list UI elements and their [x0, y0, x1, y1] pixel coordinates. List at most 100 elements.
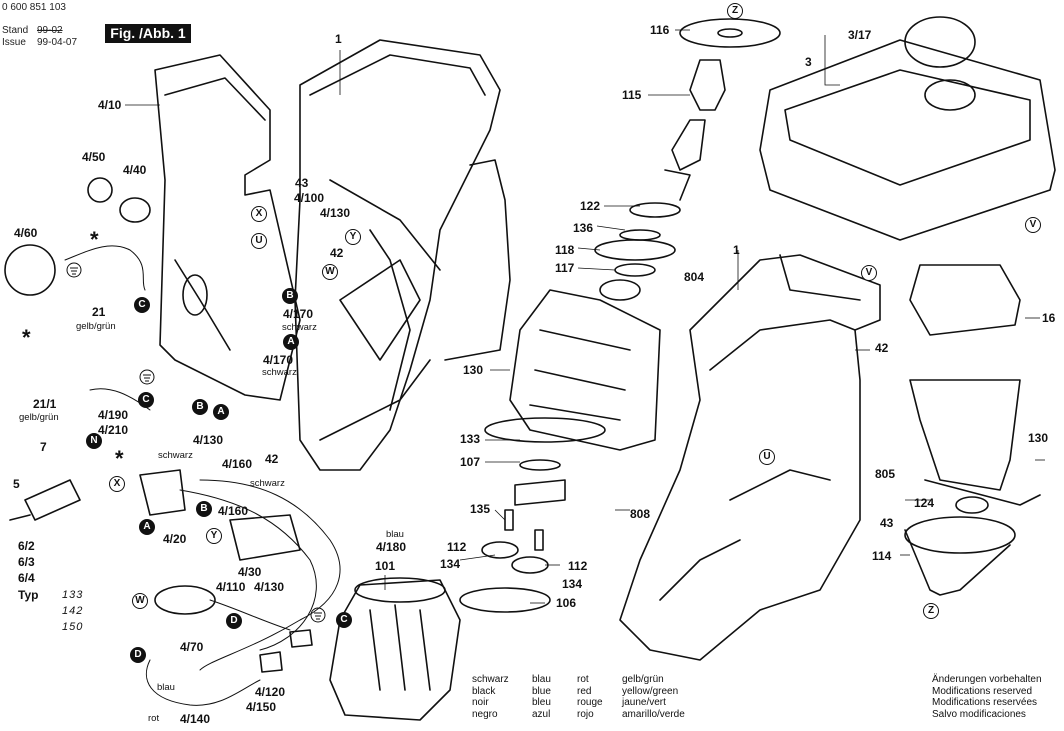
part-label: 42	[875, 341, 889, 355]
modifications-line: Modifications reserved	[932, 685, 1033, 697]
part-label: 4/60	[14, 226, 38, 240]
part-label: 112	[568, 559, 588, 573]
marker-b: B	[192, 399, 208, 415]
cutter-disc-shape	[664, 18, 781, 201]
legend-term: amarillo/verde	[622, 708, 685, 720]
part-label: 3/17	[848, 28, 872, 42]
doc-number: 0 600 851 103	[2, 2, 66, 13]
part-label: 4/50	[82, 150, 106, 164]
marker-b: B	[196, 501, 212, 517]
color-legend-col: rot red rouge rojo	[577, 674, 603, 720]
marker-c: C	[134, 297, 150, 313]
marker-d: D	[130, 647, 146, 663]
color-legend-col: schwarz black noir negro	[472, 674, 509, 720]
part-label: 133	[460, 432, 481, 446]
color-legend-col: gelb/grün yellow/green jaune/vert amaril…	[622, 674, 685, 720]
disc-stack-shape	[594, 202, 681, 277]
part-label: 4/110	[216, 580, 246, 594]
part-label: 1	[335, 32, 342, 46]
part-label: 805	[875, 467, 896, 481]
gear-parts-shape	[459, 459, 566, 613]
legend-term: red	[577, 685, 592, 697]
asterisk-mark: *	[115, 446, 124, 471]
part-label: 4/100	[294, 191, 325, 205]
right-housing-shape	[619, 254, 881, 661]
part-label: 115	[622, 88, 642, 102]
part-label: 117	[555, 261, 575, 275]
wire-color-label: blau	[386, 529, 404, 540]
part-label: 114	[872, 549, 892, 563]
marker-z: Z	[923, 603, 939, 619]
legend-term: rot	[577, 674, 589, 685]
part-label: 4/130	[320, 206, 351, 220]
legend-term: azul	[532, 708, 551, 720]
wire-color-label: schwarz	[250, 478, 285, 489]
stand-value: 99-02	[37, 25, 63, 36]
legend-term: black	[472, 685, 496, 697]
marker-a: A	[139, 519, 155, 535]
wire-color-label: schwarz	[262, 367, 297, 378]
part-label: 4/70	[180, 640, 204, 654]
part-label: 4/30	[238, 565, 262, 579]
marker-n: N	[86, 433, 102, 449]
part-label: 130	[1028, 431, 1049, 445]
legend-term: yellow/green	[622, 685, 679, 697]
legend-term: rouge	[577, 697, 603, 708]
wire-color-label: gelb/grün	[76, 321, 116, 332]
marker-z: Z	[727, 3, 743, 19]
stand-label: Stand	[2, 25, 29, 36]
part-label: 6/2	[18, 539, 35, 553]
part-label: 7	[40, 440, 47, 454]
modifications-note: Änderungen vorbehalten Modifications res…	[932, 674, 1042, 720]
part-label: 43	[295, 176, 309, 190]
legend-term: negro	[472, 708, 498, 720]
part-label: 107	[460, 455, 481, 469]
color-legend-col: blau blue bleu azul	[532, 674, 551, 720]
part-label: 4/10	[98, 98, 122, 112]
part-label: 4/140	[180, 712, 211, 726]
part-label: 21/1	[33, 397, 57, 411]
part-label: 112	[447, 540, 467, 554]
marker-b: B	[282, 288, 298, 304]
part-label: 808	[630, 507, 651, 521]
wire-color-label: blau	[157, 682, 175, 693]
part-label: 804	[684, 270, 705, 284]
part-label: 43	[880, 516, 894, 530]
part-label: 4/180	[376, 540, 407, 554]
modifications-line: Modifications reservées	[932, 697, 1038, 708]
legend-term: blue	[532, 685, 551, 697]
part-label: 3	[805, 55, 812, 69]
marker-v: V	[861, 265, 877, 281]
marker-y: Y	[345, 229, 361, 245]
modifications-line: Salvo modificaciones	[932, 708, 1026, 720]
part-label: 4/150	[246, 700, 277, 714]
marker-w: W	[132, 593, 148, 609]
part-label: 4/20	[163, 532, 187, 546]
legend-term: schwarz	[472, 674, 509, 685]
part-label: 4/170	[283, 307, 314, 321]
part-label: 101	[375, 559, 396, 573]
part-label: 6/3	[18, 555, 35, 569]
part-label: 135	[470, 502, 491, 516]
part-label: 4/190	[98, 408, 129, 422]
motor-housing-shape	[484, 279, 661, 451]
part-label: 118	[555, 243, 575, 257]
legend-term: gelb/grün	[622, 674, 664, 685]
marker-a: A	[213, 404, 229, 420]
wire-color-label: gelb/grün	[19, 412, 59, 423]
wire-color-label: schwarz	[282, 322, 317, 333]
part-label: 4/210	[98, 423, 129, 437]
figure-title: Fig. /Abb. 1	[105, 24, 191, 43]
modifications-line: Änderungen vorbehalten	[932, 674, 1042, 685]
marker-c: C	[336, 612, 352, 628]
marker-c: C	[138, 392, 154, 408]
hopper-parts-shape	[904, 264, 1041, 596]
part-label: 4/170	[263, 353, 294, 367]
part-label: 5	[13, 477, 20, 491]
type-variant: 142	[62, 605, 84, 617]
legend-term: bleu	[532, 697, 551, 708]
marker-a: A	[283, 334, 299, 350]
legend-term: blau	[532, 674, 551, 685]
type-variant: 150	[62, 621, 84, 633]
top-cover-shape	[759, 16, 1056, 241]
